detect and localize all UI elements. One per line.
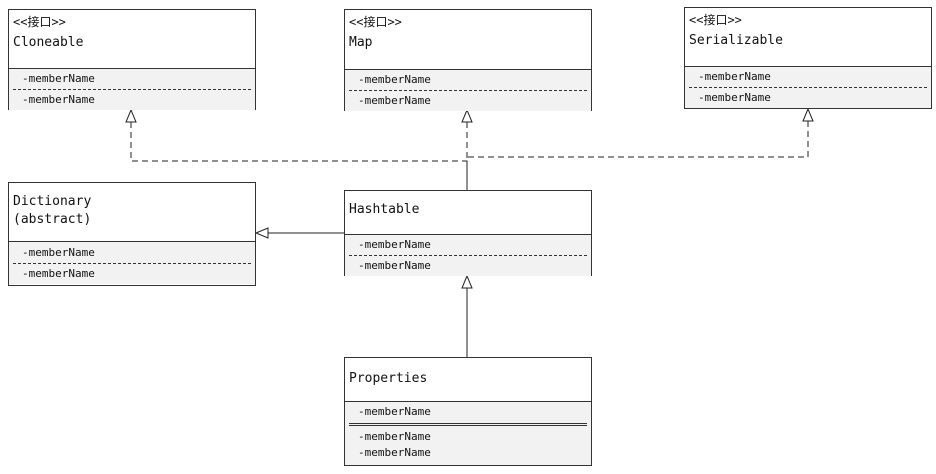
class-header: Dictionary (abstract) xyxy=(9,183,255,242)
member-list: -memberName -memberName xyxy=(345,70,591,111)
member-item: -memberName xyxy=(22,246,95,259)
member-item: -memberName xyxy=(698,91,771,104)
member-item: -memberName xyxy=(22,267,95,280)
member-list: -memberName -memberName xyxy=(9,242,255,284)
member-item: -memberName xyxy=(358,430,431,443)
member-item: -memberName xyxy=(22,93,95,106)
class-header: <<接口>> Map xyxy=(345,10,591,70)
stereotype-label: <<接口>> xyxy=(13,15,66,29)
member-item: -memberName xyxy=(358,446,431,459)
realization-arrowhead-serializable xyxy=(802,107,814,122)
member-list: -memberName -memberName xyxy=(9,69,255,110)
class-name: Dictionary xyxy=(13,194,92,209)
class-box-serializable[interactable]: <<接口>> Serializable -memberName -memberN… xyxy=(684,7,932,109)
realization-arrowhead-map xyxy=(461,108,473,123)
member-list: -memberName -memberName xyxy=(685,67,931,108)
class-header: <<接口>> Serializable xyxy=(685,8,931,67)
class-name: Properties xyxy=(349,371,428,386)
class-box-properties[interactable]: Properties -memberName -memberName -memb… xyxy=(344,357,592,466)
generalization-arrowhead-dictionary xyxy=(254,227,269,239)
member-item: -memberName xyxy=(22,72,95,85)
class-name: Serializable xyxy=(689,33,783,48)
member-item: -memberName xyxy=(358,405,431,418)
class-box-dictionary[interactable]: Dictionary (abstract) -memberName -membe… xyxy=(8,182,256,286)
class-name: Map xyxy=(349,35,373,50)
member-separator xyxy=(13,263,251,264)
realization-line-cloneable xyxy=(130,122,468,190)
member-separator xyxy=(689,87,927,88)
member-list: -memberName -memberName xyxy=(345,235,591,276)
member-item: -memberName xyxy=(358,73,431,86)
class-name: Hashtable xyxy=(349,202,420,217)
class-box-hashtable[interactable]: Hashtable -memberName -memberName xyxy=(344,190,592,276)
realization-line-serializable xyxy=(467,121,809,158)
class-box-map[interactable]: <<接口>> Map -memberName -memberName xyxy=(344,9,592,111)
member-separator xyxy=(349,423,587,426)
stereotype-label: <<接口>> xyxy=(689,13,742,27)
member-separator xyxy=(13,89,251,90)
member-item: -memberName xyxy=(358,238,431,251)
generalization-arrowhead-hashtable xyxy=(461,274,473,289)
class-name: Cloneable xyxy=(13,35,84,50)
member-separator xyxy=(349,255,587,256)
realization-arrowhead-cloneable xyxy=(125,108,137,123)
member-separator xyxy=(349,90,587,91)
class-header: <<接口>> Cloneable xyxy=(9,10,255,69)
stereotype-label: <<接口>> xyxy=(349,15,402,29)
class-box-cloneable[interactable]: <<接口>> Cloneable -memberName -memberName xyxy=(8,9,256,110)
class-header: Hashtable xyxy=(345,191,591,235)
member-item: -memberName xyxy=(698,70,771,83)
class-subtitle: (abstract) xyxy=(13,212,92,227)
class-header: Properties xyxy=(345,358,591,402)
member-item: -memberName xyxy=(358,94,431,107)
member-list: -memberName -memberName -memberName xyxy=(345,402,591,465)
member-item: -memberName xyxy=(358,259,431,272)
